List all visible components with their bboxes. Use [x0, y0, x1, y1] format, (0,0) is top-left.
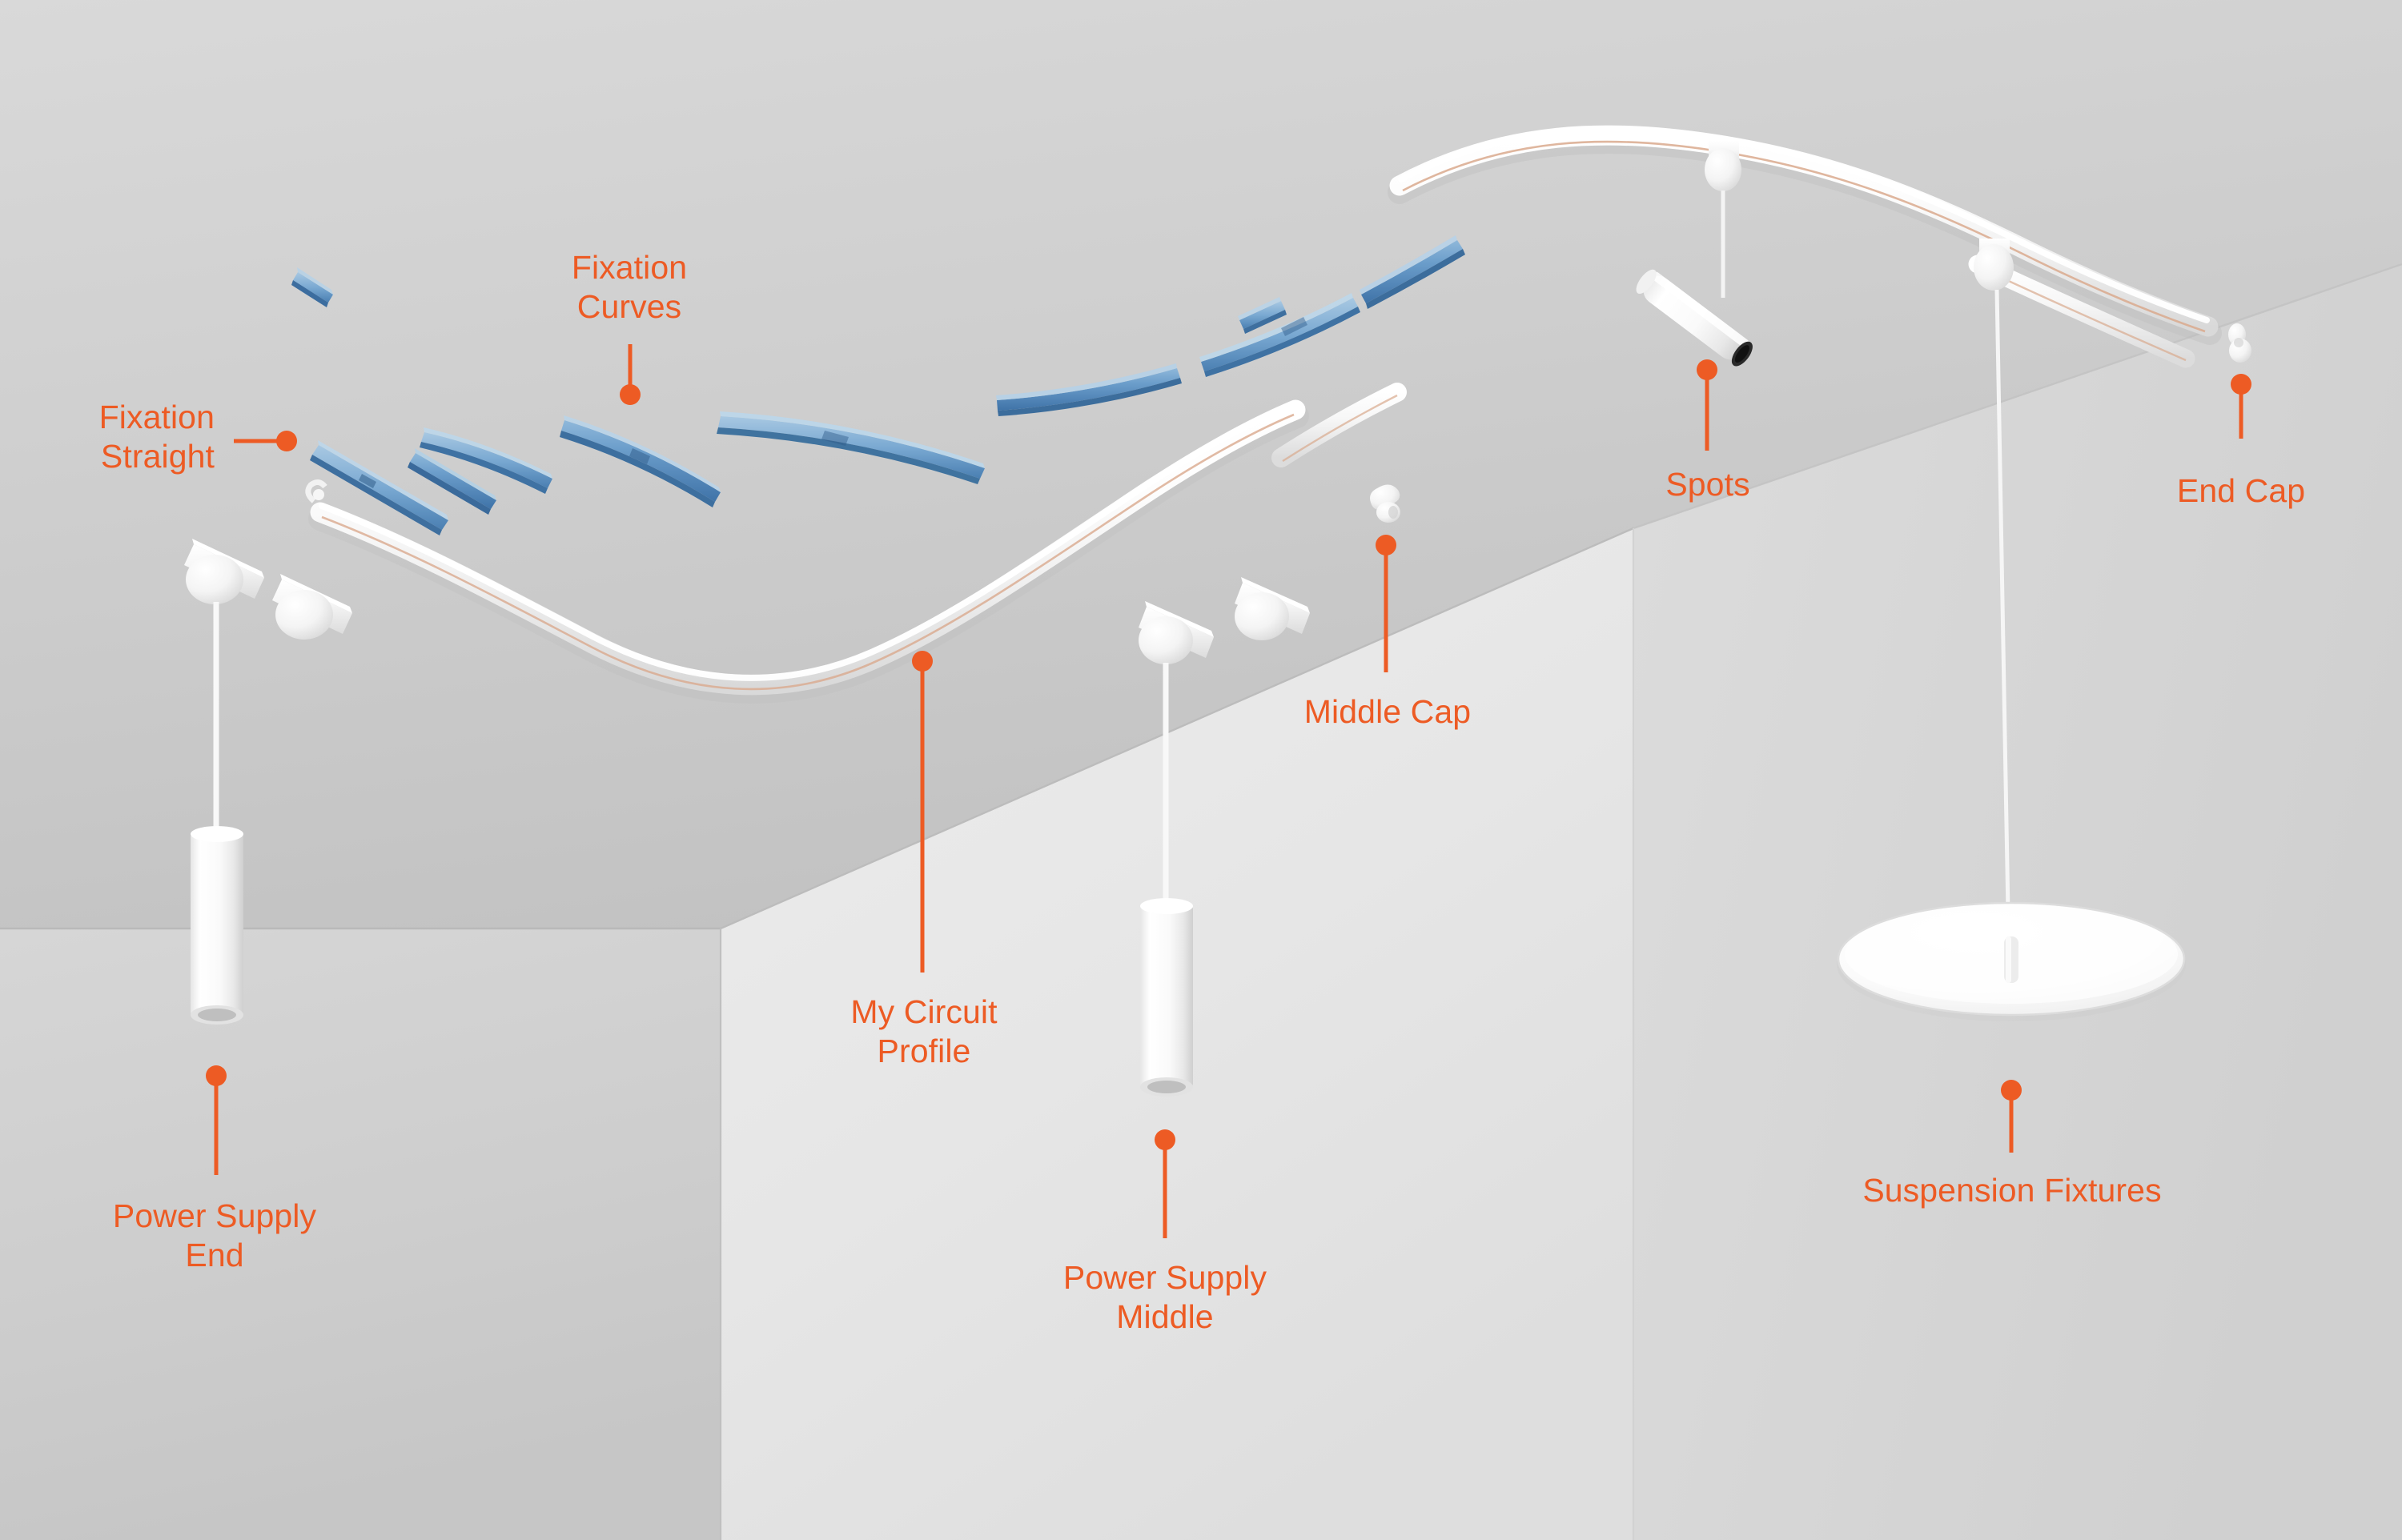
lower-track-end-hook: [305, 479, 327, 503]
label-middle-cap: Middle Cap: [1303, 693, 1472, 730]
fixation-straight-bracket: [291, 267, 333, 307]
callout-fixation-curves: [620, 344, 641, 405]
lower-track-conductor-seam: [321, 413, 1295, 691]
callout-suspension-fixtures: [2001, 1080, 2022, 1153]
label-spots: Spots: [1665, 466, 1750, 503]
fixation-parts-group: [291, 235, 1465, 535]
callout-power-supply-end: [206, 1065, 227, 1175]
track-mount-head: [272, 574, 352, 640]
label-power-supply-middle: Power Supply Middle: [1062, 1259, 1267, 1336]
callout-middle-cap: [1376, 535, 1396, 672]
disc-suspension-cable: [1994, 289, 2010, 913]
fixation-curve-bracket: [996, 363, 1182, 416]
callout-fixation-straight: [234, 431, 297, 451]
upper-track-highlight: [1398, 126, 2210, 323]
spot-fixture: [1636, 269, 1753, 367]
upper-track-conductor-seam: [1402, 140, 2206, 333]
fixation-curve-bracket: [717, 411, 985, 484]
label-my-circuit-profile: My Circuit Profile: [850, 993, 998, 1070]
fixation-straight-bracket: [310, 440, 448, 535]
callout-end-cap: [2231, 374, 2251, 439]
lower-track-group: [305, 383, 1407, 704]
fixation-straight-bracket: [1238, 297, 1287, 334]
track-mount-head: [184, 539, 264, 604]
track-mount-head: [1139, 601, 1214, 664]
power-supply-middle-group: [1139, 484, 1400, 1097]
track-mount-head: [1235, 577, 1310, 640]
callout-power-supply-middle: [1155, 1129, 1175, 1238]
lower-track-segment-right: [1271, 383, 1407, 467]
fixation-curve-bracket: [420, 427, 552, 494]
label-fixation-curves: Fixation Curves: [571, 249, 688, 326]
track-mount-head: [1974, 239, 2014, 291]
wall-left-plane: [0, 928, 721, 1540]
label-power-supply-end: Power Supply End: [112, 1197, 317, 1274]
power-supply-middle-pendant: [1140, 898, 1193, 1097]
middle-cap-part: [1370, 484, 1400, 523]
fixation-straight-bracket: [408, 448, 496, 515]
label-end-cap: End Cap: [2176, 472, 2306, 509]
upper-track-group: [1388, 125, 2251, 913]
callout-my-circuit-profile: [912, 651, 933, 973]
corner-seam-right: [1633, 263, 2402, 530]
lower-track-profile: [310, 399, 1306, 696]
fixation-curve-bracket: [560, 415, 721, 507]
label-suspension-fixtures: Suspension Fixtures: [1862, 1172, 2162, 1209]
power-supply-end-pendant: [191, 826, 243, 1025]
callout-spots: [1697, 359, 1717, 451]
lower-track-highlight: [319, 400, 1297, 681]
lower-track-segment-right-seam: [1282, 394, 1398, 463]
corner-seam-center: [720, 527, 1634, 930]
suspension-disc-fixture: [1837, 901, 2186, 1021]
track-mount-head: [1705, 141, 1741, 191]
upper-track-profile: [1389, 125, 2219, 337]
label-fixation-straight: Fixation Straight: [98, 399, 215, 475]
fixation-curve-bracket: [1199, 293, 1360, 377]
power-supply-end-group: [184, 539, 352, 1025]
end-cap-part: [2228, 323, 2251, 363]
fixation-curve-bracket: [1360, 235, 1465, 309]
